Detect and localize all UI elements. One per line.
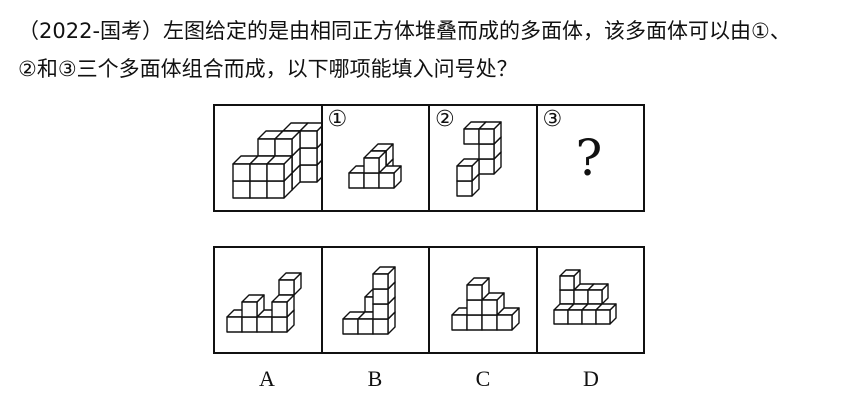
given-cube-figure-icon bbox=[232, 122, 322, 199]
cube-face bbox=[241, 301, 258, 318]
cube-face bbox=[451, 314, 468, 331]
cube-face bbox=[271, 316, 288, 333]
options-panel-row bbox=[213, 246, 645, 354]
option-a-cell[interactable] bbox=[215, 248, 321, 352]
cube-face bbox=[371, 318, 389, 335]
cube-face bbox=[463, 128, 480, 145]
cube-face bbox=[356, 318, 374, 335]
option-d-label[interactable]: D bbox=[583, 366, 599, 391]
cube-face bbox=[377, 172, 395, 189]
cube-face bbox=[481, 299, 498, 316]
cube-face bbox=[271, 301, 288, 318]
part-2-cube-figure-icon bbox=[456, 121, 502, 197]
cube-face bbox=[580, 309, 597, 325]
cube-face bbox=[481, 314, 498, 331]
option-d-cell[interactable] bbox=[535, 248, 644, 352]
cube-face bbox=[341, 318, 359, 335]
given-figure-cell bbox=[215, 106, 322, 210]
cube-face bbox=[371, 273, 389, 290]
cube-face bbox=[552, 309, 569, 325]
cube-face bbox=[558, 289, 575, 305]
cube-face bbox=[278, 279, 295, 296]
cube-face bbox=[299, 147, 318, 166]
cube-face bbox=[478, 143, 495, 160]
cube-face bbox=[466, 314, 483, 331]
option-c-cell[interactable] bbox=[428, 248, 536, 352]
cube-face bbox=[266, 163, 285, 182]
option-c-label[interactable]: C bbox=[475, 366, 491, 391]
cube-face bbox=[558, 275, 575, 291]
cube-face bbox=[456, 180, 473, 197]
cube-face bbox=[249, 163, 268, 182]
part-1-cube-figure-icon bbox=[347, 143, 402, 189]
question-line-2: ②和③三个多面体组合而成，以下哪项能填入问号处？ bbox=[18, 57, 518, 81]
puzzle-panel-row: ① ② ③ ? bbox=[213, 104, 645, 212]
cube-face bbox=[241, 316, 258, 333]
cube-face bbox=[226, 316, 243, 333]
cube-face bbox=[249, 180, 268, 199]
cube-face bbox=[362, 172, 380, 189]
cube-face bbox=[232, 180, 251, 199]
question-text: （2022-国考）左图给定的是由相同正方体堆叠而成的多面体，该多面体可以由①、 … bbox=[18, 12, 844, 88]
cube-face bbox=[371, 303, 389, 320]
question-mark: ? bbox=[575, 129, 603, 187]
part-3-label: ③ bbox=[542, 107, 563, 132]
option-d-cube-figure-icon bbox=[552, 269, 617, 325]
cube-face bbox=[347, 172, 365, 189]
cube-face bbox=[362, 157, 380, 174]
cube-face bbox=[274, 138, 293, 157]
option-a-cube-figure-icon bbox=[226, 272, 302, 333]
cube-face bbox=[266, 180, 285, 199]
option-c-cube-figure-icon bbox=[451, 277, 520, 331]
cube-face bbox=[466, 299, 483, 316]
cube-face bbox=[257, 138, 276, 157]
part-2-cell: ② bbox=[428, 106, 536, 210]
cube-face bbox=[496, 314, 513, 331]
cube-face bbox=[478, 158, 495, 175]
part-1-label: ① bbox=[327, 107, 348, 132]
option-letters: A B C D bbox=[213, 366, 645, 392]
part-1-cell: ① bbox=[320, 106, 429, 210]
cube-face bbox=[586, 289, 603, 305]
option-b-label[interactable]: B bbox=[367, 366, 383, 391]
cube-face bbox=[566, 309, 583, 325]
cube-face bbox=[299, 164, 318, 183]
cube-face bbox=[256, 316, 273, 333]
cube-face bbox=[456, 165, 473, 182]
cube-face bbox=[371, 288, 389, 305]
cube-face bbox=[572, 289, 589, 305]
option-b-cube-figure-icon bbox=[341, 266, 396, 335]
option-b-cell[interactable] bbox=[320, 248, 429, 352]
part-2-label: ② bbox=[435, 107, 455, 132]
cube-face bbox=[478, 128, 495, 145]
cube-face bbox=[232, 163, 251, 182]
option-a-label[interactable]: A bbox=[259, 366, 275, 391]
cube-face bbox=[466, 284, 483, 301]
cube-face bbox=[594, 309, 611, 325]
question-line-1: （2022-国考）左图给定的是由相同正方体堆叠而成的多面体，该多面体可以由①、 bbox=[18, 19, 791, 43]
part-3-cell: ③ ? bbox=[535, 106, 644, 210]
cube-face bbox=[299, 130, 318, 149]
